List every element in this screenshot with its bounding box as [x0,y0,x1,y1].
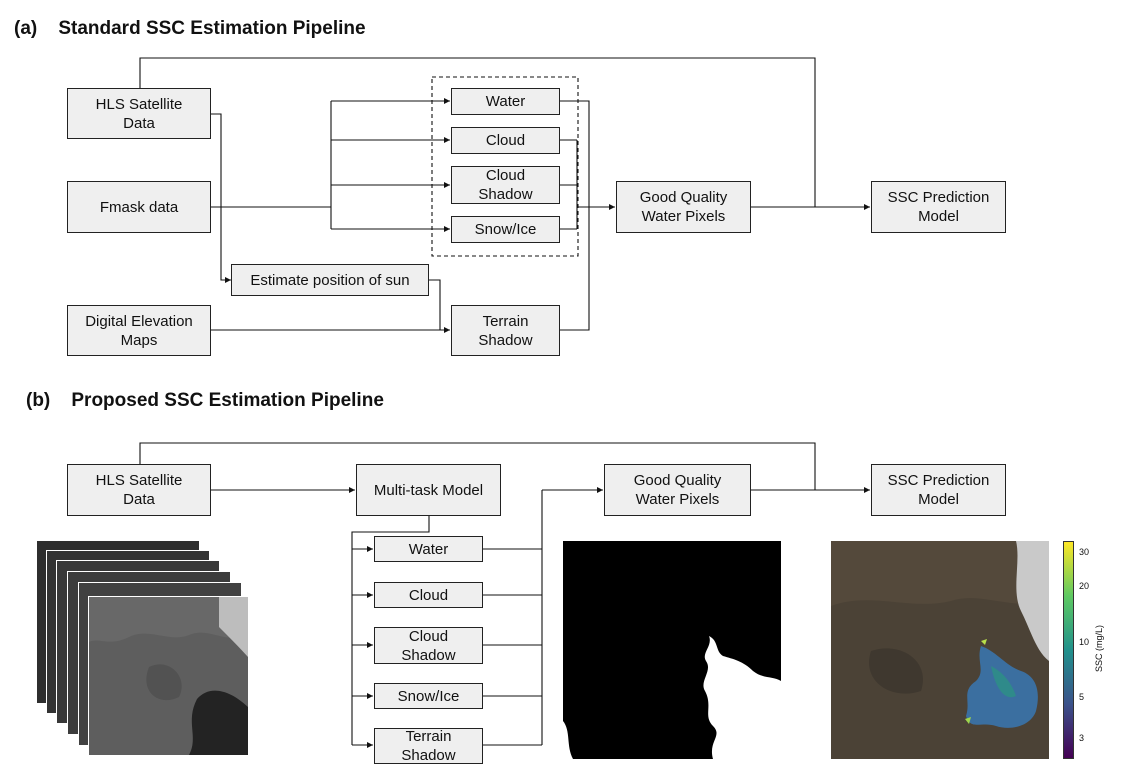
multi-task-model-box: Multi-task Model [356,464,501,516]
cloud-mask-box: Cloud [451,127,560,154]
ssc-colorbar [1063,541,1074,759]
satellite-band-image [88,596,249,756]
fmask-data-box: Fmask data [67,181,211,233]
colorbar-label: SSC (mg/L) [1094,624,1104,672]
snow-ice-mask-box: Snow/Ice [451,216,560,243]
panel-b-title: (b) Proposed SSC Estimation Pipeline [26,390,384,411]
satellite-image-stack [36,540,251,760]
colorbar-tick-30: 30 [1079,547,1090,557]
snow-ice-output-box: Snow/Ice [374,683,483,709]
ssc-prediction-map-image [831,541,1049,759]
colorbar-tick-3: 3 [1079,733,1085,743]
panel-a-title: (a) Standard SSC Estimation Pipeline [14,18,366,39]
colorbar-tick-5: 5 [1079,692,1085,702]
water-output-box: Water [374,536,483,562]
cloud-output-box: Cloud [374,582,483,608]
estimate-sun-position-box: Estimate position of sun [231,264,429,296]
water-mask-image [563,541,781,759]
water-mask-box: Water [451,88,560,115]
colorbar-tick-10: 10 [1079,637,1090,647]
colorbar-tick-20: 20 [1079,581,1090,591]
